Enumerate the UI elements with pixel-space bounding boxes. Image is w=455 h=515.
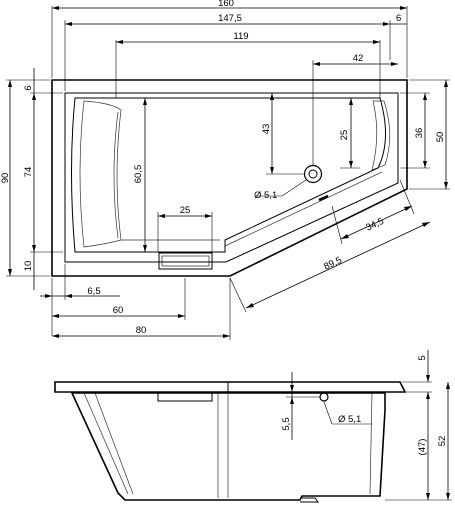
side-overflow-icon <box>319 392 329 402</box>
dim-side-overflow-offset: 5,5 <box>281 417 292 430</box>
dim-rim-bottom: 10 <box>23 261 34 272</box>
dim-right-depth: 50 <box>435 132 446 143</box>
right-shell <box>371 100 391 171</box>
dim-side-top-rim: 5 <box>417 355 428 360</box>
dim-right-inner-depth: 36 <box>414 128 425 139</box>
angled-inner-line <box>224 171 383 247</box>
dim-rim-top: 6 <box>23 85 34 90</box>
basin-outline <box>71 97 387 253</box>
tub-outer-outline <box>51 79 408 277</box>
dim-side-total-height: 52 <box>437 436 448 447</box>
dim-basin-length: 119 <box>233 31 248 42</box>
side-rim <box>54 381 407 393</box>
dim-basin-depth: 60,5 <box>133 165 144 184</box>
dim-left-60: 60 <box>113 305 124 316</box>
drain-icon <box>303 164 323 184</box>
dim-left-80: 80 <box>136 325 147 336</box>
backrest-inner <box>113 111 119 239</box>
plan-view: 160 147,5 6 119 42 90 6 <box>0 0 450 340</box>
side-body <box>70 392 386 501</box>
overflow-slot <box>158 252 213 270</box>
dim-inner-width: 147,5 <box>218 13 242 24</box>
side-view: 5 52 (47) 5,5 Ø 5,1 <box>54 350 452 503</box>
dim-left-rim: 6,5 <box>87 286 100 297</box>
drain-diameter-label: Ø 5,1 <box>254 190 277 201</box>
dim-inner-depth: 74 <box>23 167 34 178</box>
dim-drain-from-edge: 25 <box>339 130 350 141</box>
dim-angled-inner: 34,5 <box>364 216 385 234</box>
dim-total-depth: 90 <box>0 173 11 184</box>
dim-side-basin-height: (47) <box>417 439 428 456</box>
dim-step-width: 25 <box>180 205 191 216</box>
dim-drain-from-rim: 43 <box>261 124 272 135</box>
dim-drain-offset: 42 <box>353 53 364 64</box>
backrest-shape <box>79 100 122 248</box>
dim-total-width: 160 <box>218 0 234 9</box>
tub-inner-rim <box>64 92 399 263</box>
side-overflow-diameter-label: Ø 5,1 <box>338 414 361 425</box>
dim-angled-outer: 89,5 <box>322 255 343 273</box>
side-overflow-slot <box>157 392 213 402</box>
dim-rim-right: 6 <box>396 13 401 24</box>
